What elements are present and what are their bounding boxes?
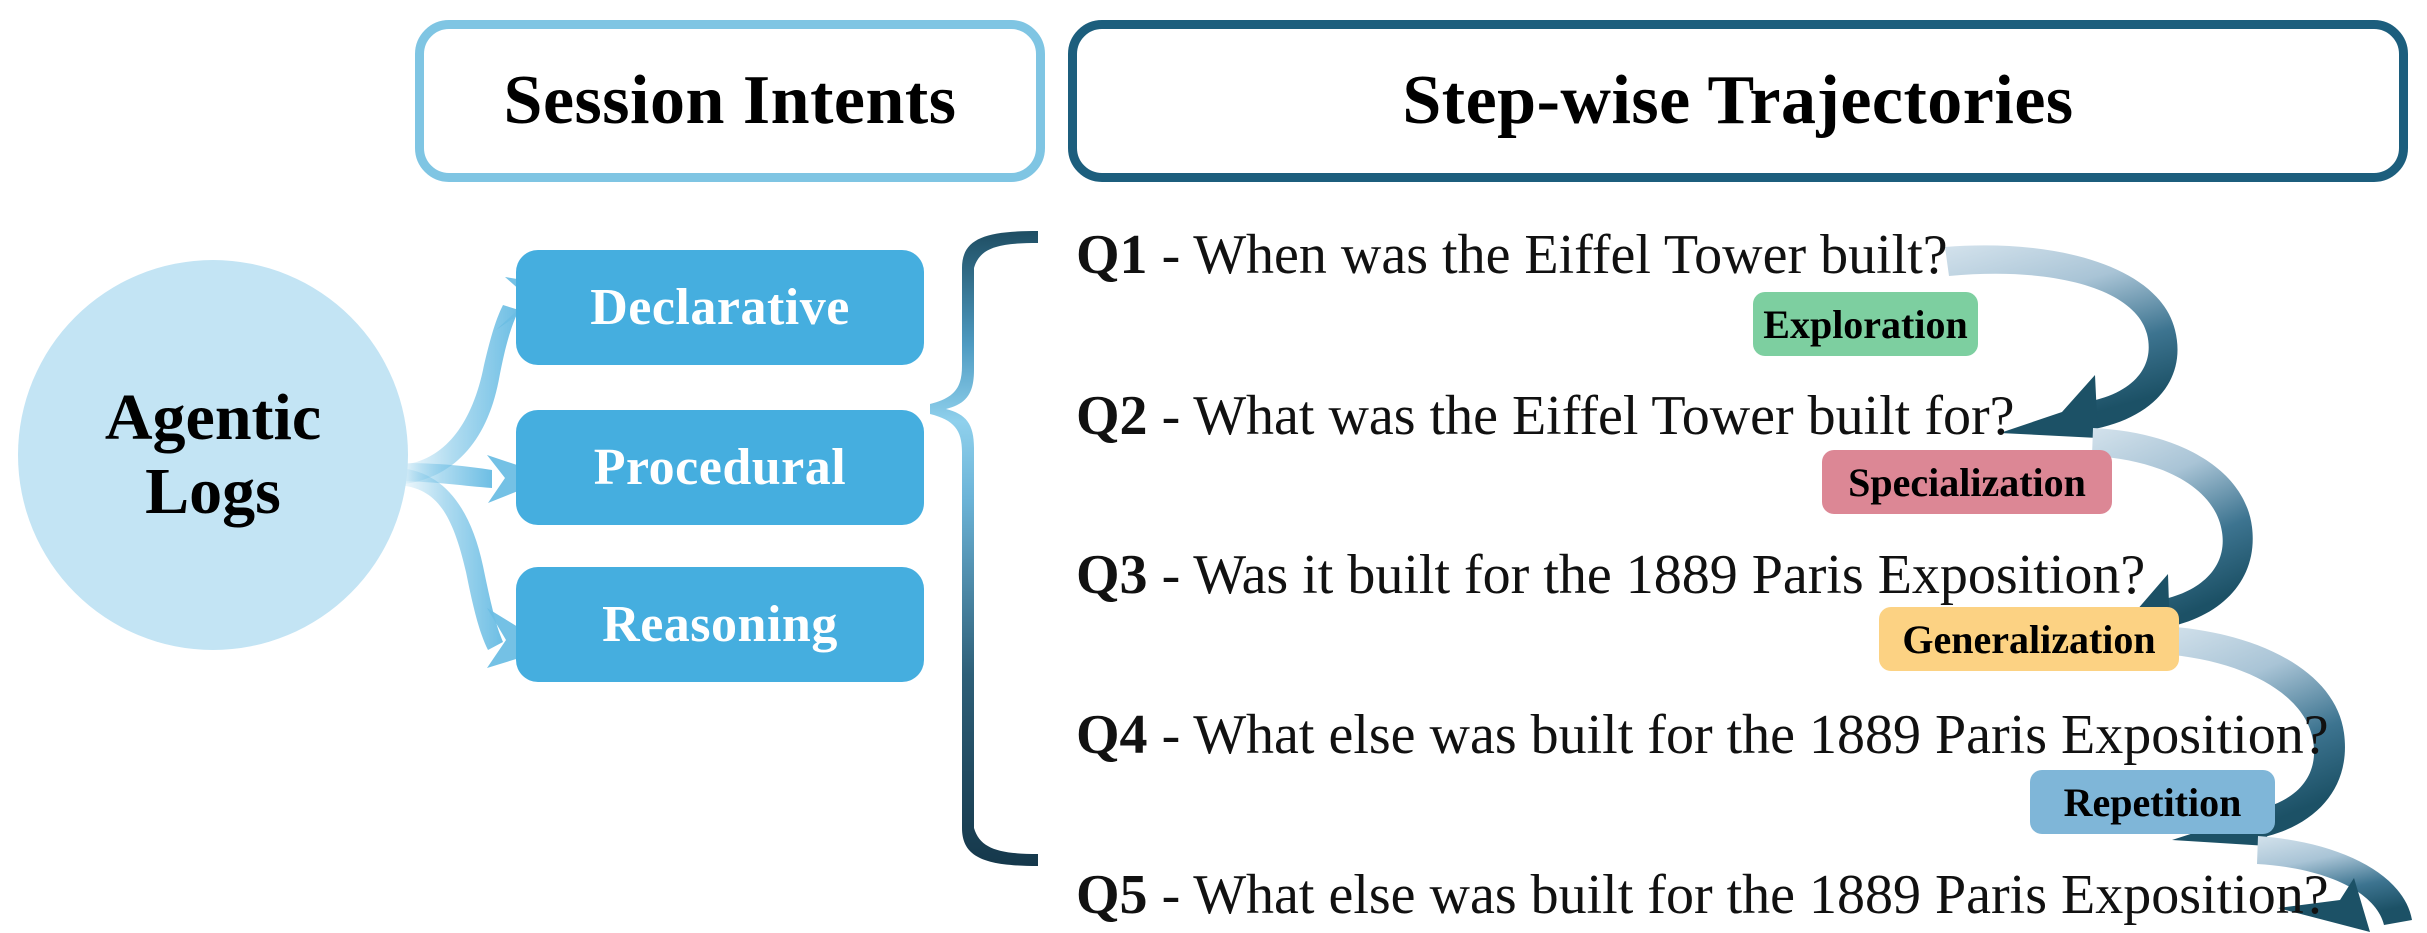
badge-label: Generalization [1902, 616, 2156, 662]
question-row-q4: Q4 - What else was built for the 1889 Pa… [1076, 707, 2329, 763]
agentic-logs-node: Agentic Logs [18, 260, 408, 650]
question-row-q3: Q3 - Was it built for the 1889 Paris Exp… [1076, 547, 2145, 603]
agentic-logs-line-1: Agentic [104, 381, 322, 455]
question-id: Q5 [1076, 864, 1148, 926]
question-separator: - [1147, 224, 1194, 286]
question-id: Q2 [1076, 385, 1148, 447]
transition-badge-exploration: Exploration [1753, 292, 1978, 356]
header-step-wise-trajectories: Step-wise Trajectories [1068, 20, 2408, 182]
badge-label: Repetition [2063, 779, 2242, 825]
intent-box-procedural[interactable]: Procedural [516, 410, 924, 525]
question-text: Was it built for the 1889 Paris Expositi… [1193, 544, 2146, 606]
transition-badge-specialization: Specialization [1822, 450, 2112, 514]
question-text: What else was built for the 1889 Paris E… [1193, 704, 2329, 766]
question-id: Q1 [1076, 224, 1148, 286]
header-session-intents: Session Intents [415, 20, 1045, 182]
transition-badge-repetition: Repetition [2030, 770, 2275, 834]
question-id: Q4 [1076, 704, 1148, 766]
question-separator: - [1147, 704, 1194, 766]
intent-label: Declarative [590, 279, 850, 336]
badge-label: Specialization [1848, 459, 2086, 505]
transition-badge-generalization: Generalization [1879, 607, 2179, 671]
question-row-q5: Q5 - What else was built for the 1889 Pa… [1076, 867, 2329, 923]
agentic-logs-line-2: Logs [145, 455, 281, 528]
question-row-q2: Q2 - What was the Eiffel Tower built for… [1076, 388, 2015, 444]
question-text: When was the Eiffel Tower built? [1193, 224, 1948, 286]
intent-box-declarative[interactable]: Declarative [516, 250, 924, 365]
intent-label: Reasoning [602, 596, 838, 653]
question-separator: - [1147, 544, 1194, 606]
question-text: What else was built for the 1889 Paris E… [1193, 864, 2329, 926]
grouping-brace [930, 231, 1038, 866]
question-text: What was the Eiffel Tower built for? [1193, 385, 2015, 447]
question-id: Q3 [1076, 544, 1148, 606]
badge-label: Exploration [1763, 301, 1968, 347]
question-separator: - [1147, 864, 1194, 926]
intent-box-reasoning[interactable]: Reasoning [516, 567, 924, 682]
question-separator: - [1147, 385, 1194, 447]
question-row-q1: Q1 - When was the Eiffel Tower built? [1076, 227, 1948, 283]
intent-label: Procedural [593, 439, 847, 496]
